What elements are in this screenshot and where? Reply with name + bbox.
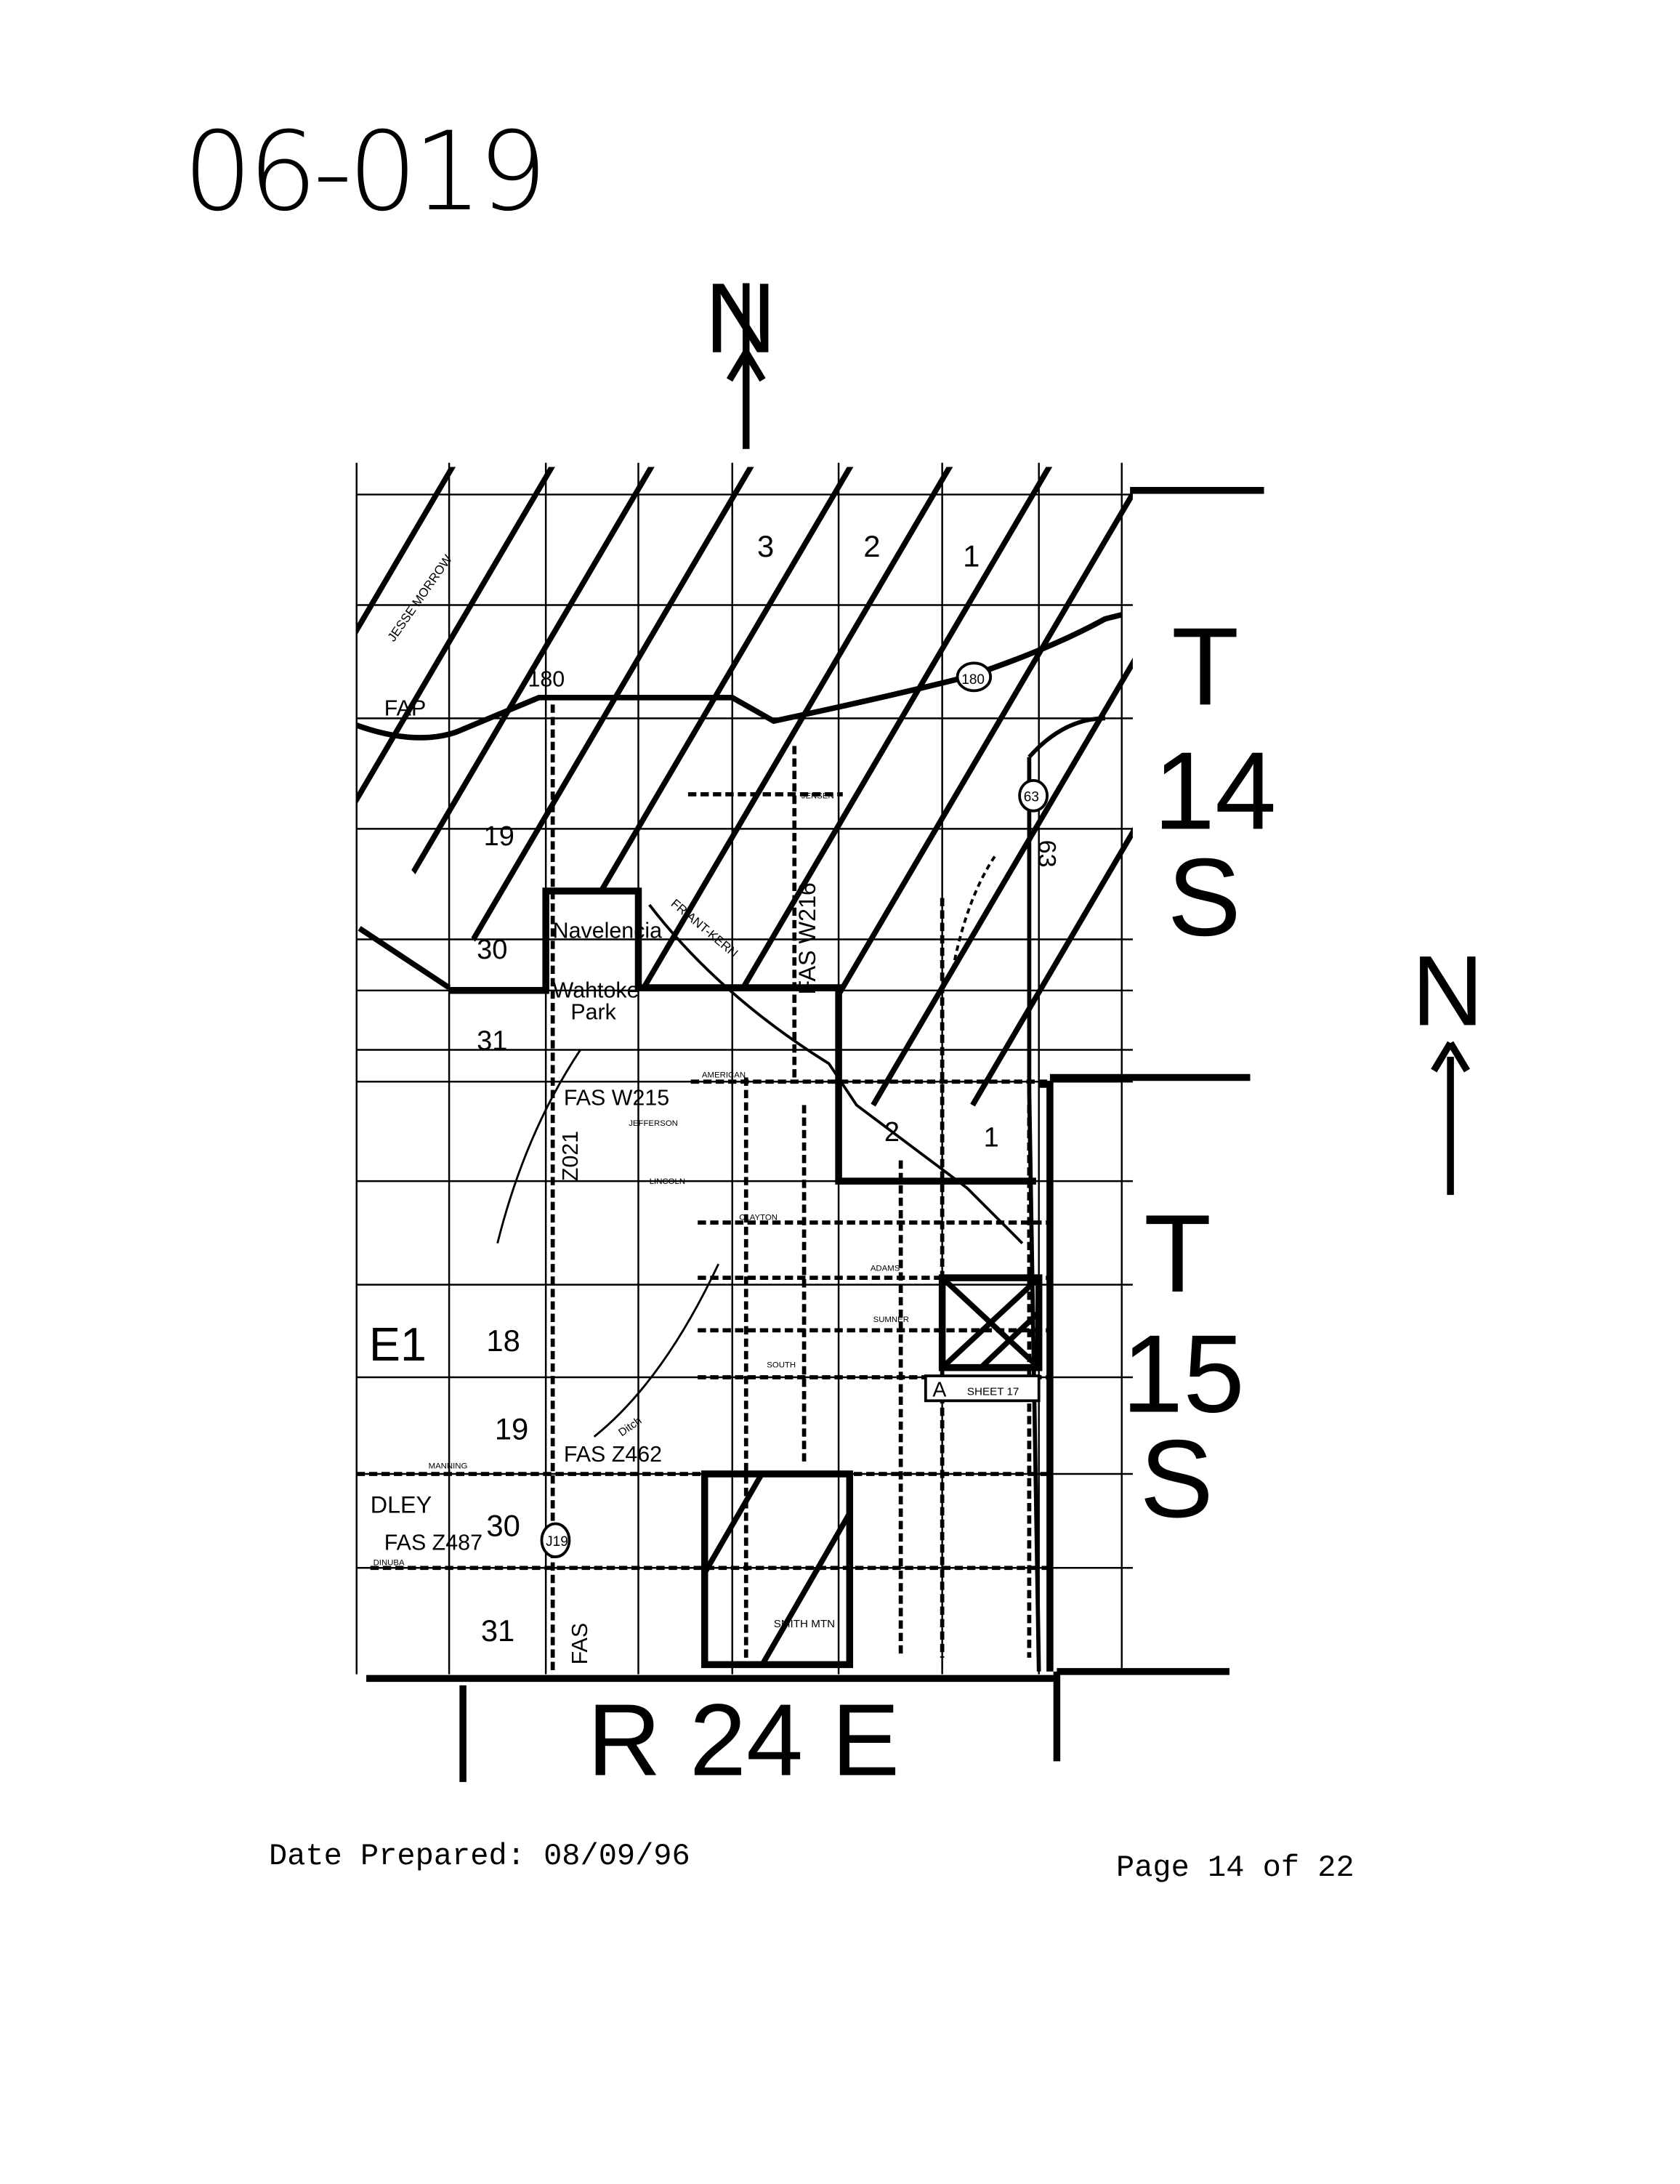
boundary-lines bbox=[366, 283, 1470, 1782]
excluded-area-hatching-small bbox=[942, 1278, 1039, 1368]
hatch-line bbox=[1070, 467, 1133, 1107]
label-180-a: 180 bbox=[528, 667, 565, 692]
township-15-s: S bbox=[1139, 1417, 1213, 1541]
section-number: 1 bbox=[984, 1123, 999, 1153]
label-dinuba: DINUBA bbox=[373, 1558, 405, 1567]
route-fas-bottom: FAS bbox=[568, 1623, 592, 1664]
township-15-num: 15 bbox=[1122, 1313, 1245, 1436]
label-sheet-17: SHEET 17 bbox=[967, 1386, 1019, 1398]
page-number: Page 14 of 22 bbox=[1116, 1850, 1354, 1885]
excluded-area-hatching-smith-mtn bbox=[704, 1474, 850, 1668]
section-number: 30 bbox=[486, 1509, 520, 1543]
hatch-line bbox=[671, 467, 1133, 1107]
hatch-line bbox=[757, 1507, 850, 1668]
north-arrow-right-label: N bbox=[1412, 935, 1484, 1047]
label-manning: MANNING bbox=[429, 1462, 468, 1470]
date-prepared-value: 08/09/96 bbox=[544, 1839, 690, 1874]
hatch-line bbox=[704, 1474, 765, 1579]
hatch-line bbox=[356, 467, 829, 1107]
route-63-shield bbox=[1018, 778, 1049, 813]
section-number: 3 bbox=[757, 529, 774, 563]
township-14-t: T bbox=[1171, 605, 1239, 728]
township-15-t: T bbox=[1144, 1192, 1211, 1315]
label-ditch: Ditch bbox=[616, 1414, 644, 1439]
section-number: 2 bbox=[884, 1117, 900, 1148]
hatch-line bbox=[871, 467, 1133, 1107]
label-lincoln: LINCOLN bbox=[650, 1177, 685, 1186]
section-number: 19 bbox=[484, 821, 514, 852]
section-number: 1 bbox=[963, 539, 980, 573]
document-id: 06-019 bbox=[183, 109, 547, 235]
township-14-num: 14 bbox=[1153, 729, 1276, 853]
label-63: 63 bbox=[1033, 840, 1061, 868]
hatch-line bbox=[356, 467, 730, 1107]
route-fas-w215: FAS W215 bbox=[564, 1086, 669, 1111]
hatch-line bbox=[572, 467, 1133, 1107]
label-jensen: JENSEN bbox=[801, 792, 834, 801]
label-180-b: 180 bbox=[961, 672, 985, 688]
label-adams: ADAMS bbox=[871, 1265, 900, 1273]
label-e1: E1 bbox=[369, 1318, 427, 1371]
county-roads bbox=[356, 704, 1050, 1672]
label-american: AMERICAN bbox=[702, 1071, 746, 1080]
label-fap: FAP bbox=[384, 696, 426, 721]
hatch-line bbox=[373, 467, 1027, 1107]
date-prepared: Date Prepared: 08/09/96 bbox=[269, 1839, 690, 1874]
hatch-line bbox=[970, 467, 1133, 1107]
label-smith-mtn: SMITH MTN bbox=[774, 1618, 835, 1630]
route-fas-z462: FAS Z462 bbox=[564, 1442, 662, 1467]
north-arrow-top-label: N bbox=[705, 263, 777, 374]
label-south: SOUTH bbox=[767, 1361, 796, 1370]
label-j19: J19 bbox=[546, 1534, 568, 1550]
label-clayton: CLAYTON bbox=[739, 1213, 778, 1222]
section-number: 30 bbox=[477, 935, 507, 965]
highways bbox=[355, 612, 1123, 1672]
section-number: 31 bbox=[481, 1613, 515, 1648]
label-dley: DLEY bbox=[371, 1491, 432, 1518]
route-j19-shield bbox=[540, 1522, 571, 1558]
section-number: 18 bbox=[486, 1323, 520, 1358]
label-jefferson: JEFFERSON bbox=[629, 1119, 678, 1128]
label-wahtoke: Wahtoke bbox=[553, 978, 639, 1002]
hatch-line bbox=[942, 1278, 1039, 1368]
route-fas-w216: FAS W216 bbox=[794, 882, 820, 994]
label-sumner: SUMNER bbox=[873, 1315, 909, 1324]
sheet-17-reference-box bbox=[924, 1374, 1041, 1403]
range-label: R 24 E bbox=[587, 1683, 900, 1797]
label-63-shield: 63 bbox=[1024, 789, 1039, 805]
hatch-line bbox=[771, 467, 1133, 1107]
route-z021: Z021 bbox=[558, 1131, 583, 1181]
section-number: 31 bbox=[477, 1026, 507, 1057]
label-sheet-a: A bbox=[932, 1379, 946, 1402]
route-fas-z487: FAS Z487 bbox=[384, 1531, 482, 1555]
date-prepared-label: Date Prepared: bbox=[269, 1839, 525, 1874]
label-navelencia: Navelencia bbox=[553, 919, 663, 943]
section-number: 19 bbox=[495, 1412, 529, 1446]
route-180-shield bbox=[956, 661, 993, 693]
label-park: Park bbox=[570, 1000, 616, 1025]
section-number: 2 bbox=[863, 529, 880, 563]
township-14-s: S bbox=[1167, 836, 1240, 959]
